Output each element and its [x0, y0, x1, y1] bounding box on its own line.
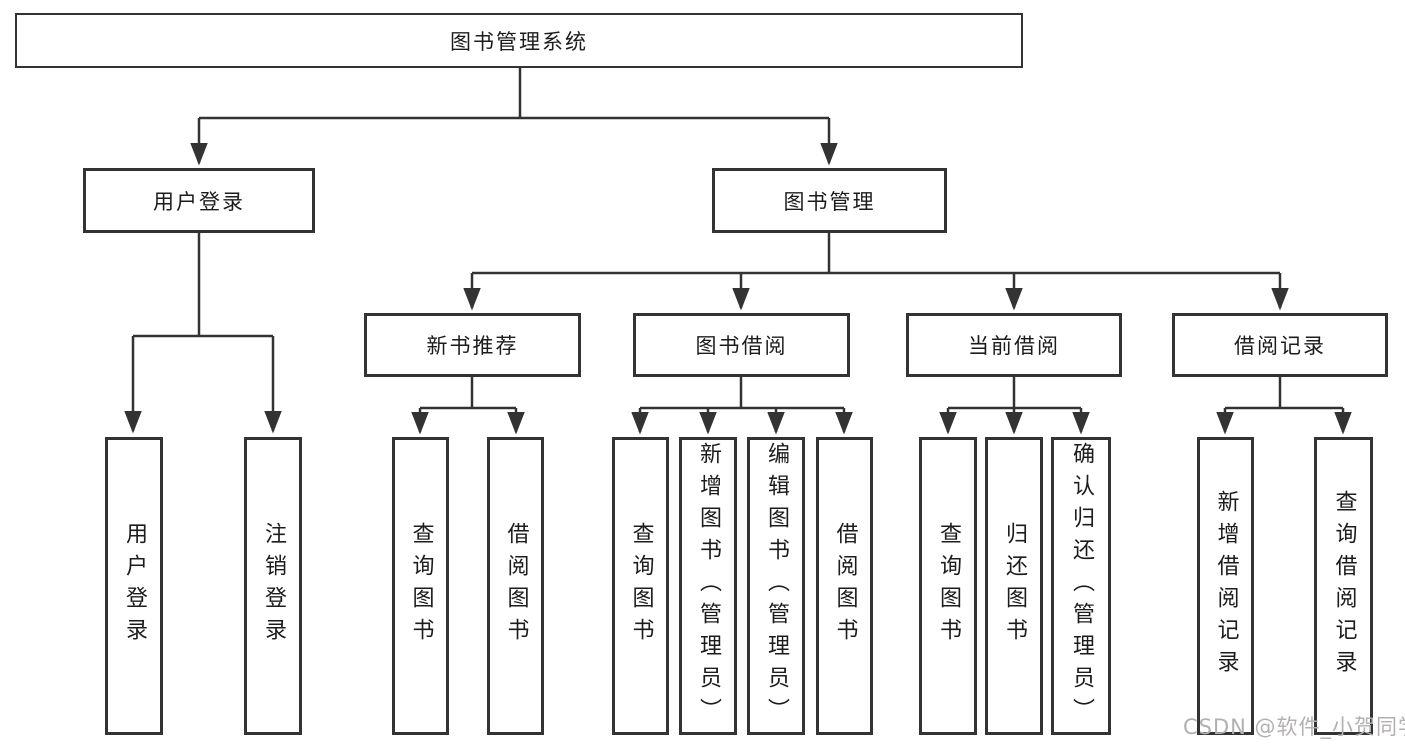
leaf-nbr-borrow-books: 借阅图书: [487, 437, 544, 735]
node-root-library-system: 图书管理系统: [15, 13, 1023, 68]
leaf-bb-add-books-admin: 新增图书（管理员）: [679, 437, 737, 735]
leaf-cb-query-books: 查询图书: [919, 437, 977, 735]
leaf-br-query-record: 查询借阅记录: [1314, 437, 1373, 735]
leaf-br-add-record: 新增借阅记录: [1197, 437, 1254, 735]
leaf-bb-query-books: 查询图书: [612, 437, 669, 735]
leaf-bb-edit-books-admin: 编辑图书（管理员）: [747, 437, 805, 735]
node-book-management: 图书管理: [712, 168, 947, 233]
leaf-nbr-query-books: 查询图书: [392, 437, 449, 735]
node-current-borrow: 当前借阅: [906, 313, 1122, 377]
node-new-book-recommend: 新书推荐: [364, 313, 581, 377]
leaf-cb-return-books: 归还图书: [985, 437, 1043, 735]
node-book-borrow: 图书借阅: [633, 313, 850, 377]
leaf-user-login: 用户登录: [105, 437, 163, 735]
leaf-cb-confirm-return-admin: 确认归还（管理员）: [1051, 437, 1111, 735]
node-borrow-records: 借阅记录: [1172, 313, 1388, 377]
csdn-watermark: CSDN @软件_小贺同学: [1183, 715, 1405, 739]
leaf-logout: 注销登录: [244, 437, 302, 735]
node-user-login: 用户登录: [83, 168, 315, 233]
leaf-bb-borrow-books: 借阅图书: [816, 437, 873, 735]
